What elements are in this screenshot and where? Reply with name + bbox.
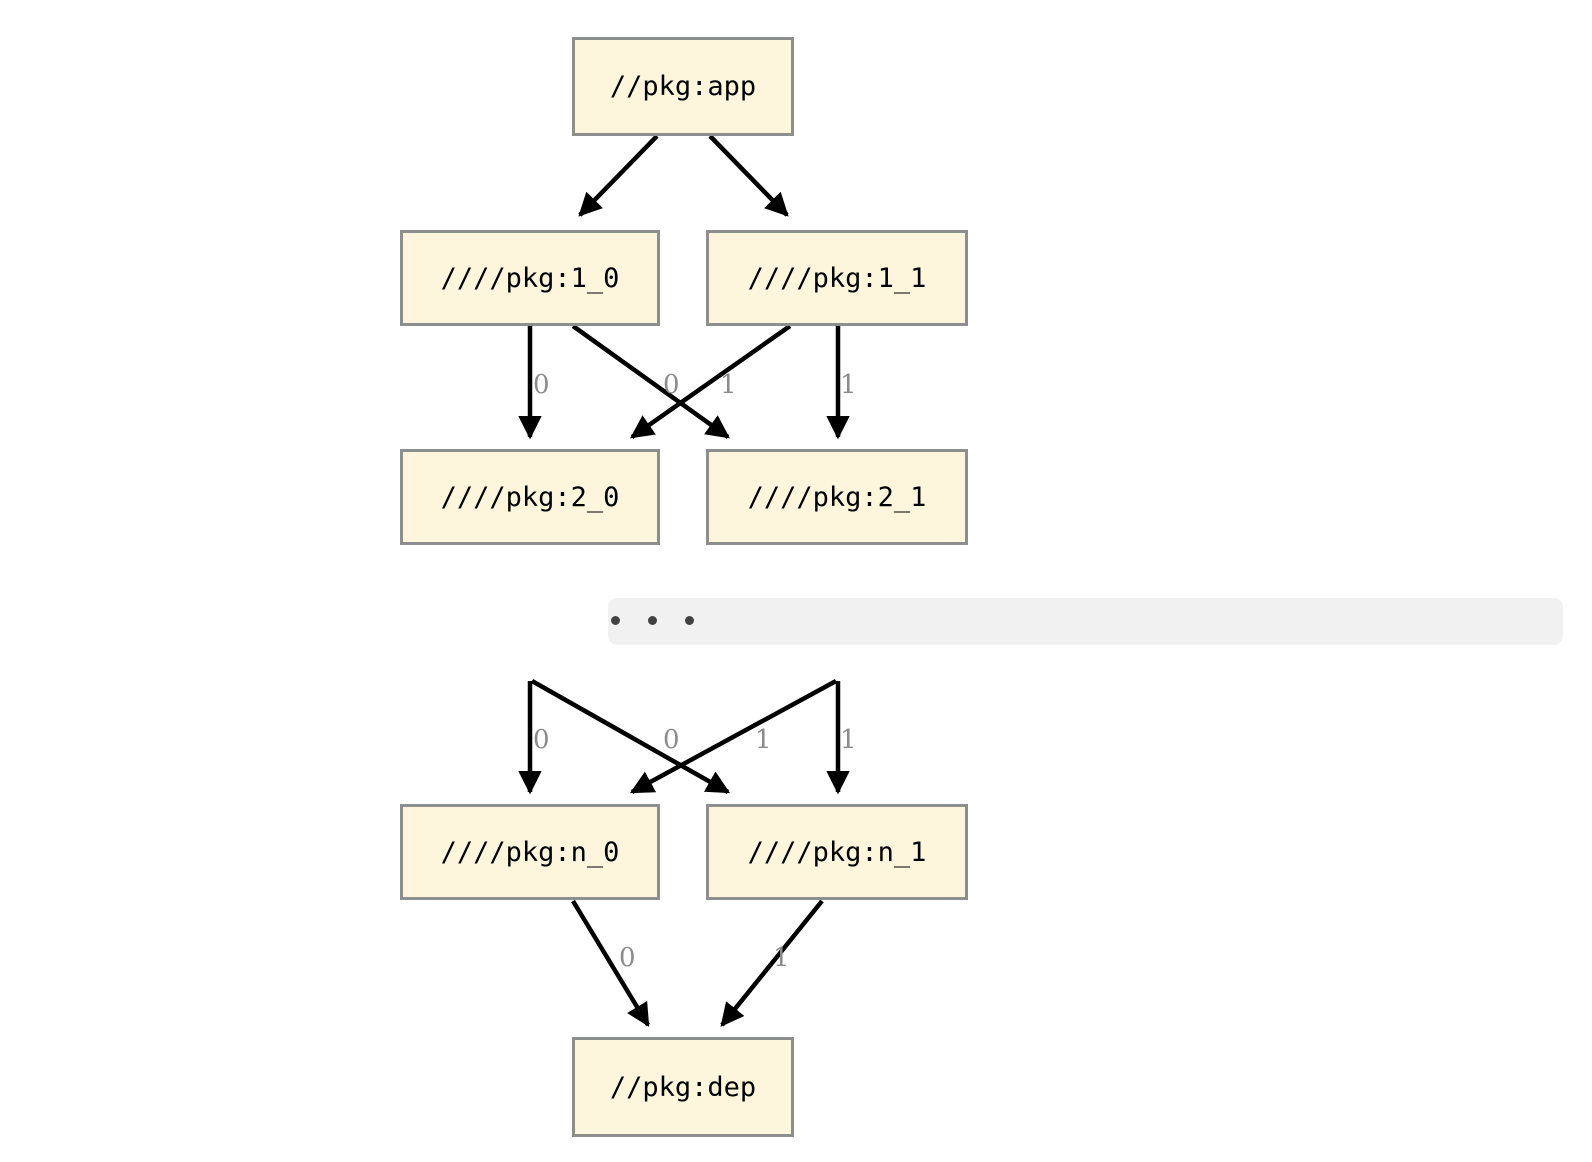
edge-1_0-to-2_1 xyxy=(571,324,730,439)
truncation-ellipsis-icon xyxy=(611,616,694,625)
node-pkg-1-1[interactable]: ////pkg:1_1 xyxy=(706,230,968,326)
edge-label: 1 xyxy=(840,725,857,755)
edge-label: 1 xyxy=(773,943,790,973)
edge-label: 0 xyxy=(619,943,636,973)
edge-1_1-to-2_0 xyxy=(630,324,792,439)
node-pkg-1-0-label: ////pkg:1_0 xyxy=(440,262,620,294)
node-pkg-2-0-label: ////pkg:2_0 xyxy=(440,481,620,513)
edge-label: 0 xyxy=(533,370,550,400)
ellipsis-dot-icon xyxy=(648,616,657,625)
edge-app-to-1_0 xyxy=(578,134,659,217)
node-dep-label: //pkg:dep xyxy=(609,1071,757,1103)
node-pkg-n-0-label: ////pkg:n_0 xyxy=(440,836,620,868)
node-pkg-2-1[interactable]: ////pkg:2_1 xyxy=(706,449,968,545)
edge-label: 1 xyxy=(755,725,772,755)
node-pkg-n-1[interactable]: ////pkg:n_1 xyxy=(706,804,968,900)
edge-label: 0 xyxy=(663,370,680,400)
node-app-label: //pkg:app xyxy=(609,71,757,102)
edge-label: 1 xyxy=(720,370,737,400)
edge-app-to-1_1 xyxy=(708,134,789,217)
edge-n_1-to-dep xyxy=(720,899,824,1027)
edge-label: 0 xyxy=(533,725,550,755)
edge-truncated-cross-to-n_1 xyxy=(530,679,731,794)
edge-n_0-to-dep xyxy=(571,899,650,1028)
node-pkg-2-0[interactable]: ////pkg:2_0 xyxy=(400,449,660,545)
edge-truncated-cross-to-n_0 xyxy=(629,679,838,794)
node-pkg-2-1-label: ////pkg:2_1 xyxy=(747,481,927,513)
node-pkg-n-1-label: ////pkg:n_1 xyxy=(747,836,927,868)
edge-label: 1 xyxy=(840,370,857,400)
edge-label: 0 xyxy=(663,725,680,755)
ellipsis-dot-icon xyxy=(611,616,620,625)
node-pkg-1-0[interactable]: ////pkg:1_0 xyxy=(400,230,660,326)
node-app[interactable]: //pkg:app xyxy=(572,37,794,136)
node-pkg-1-1-label: ////pkg:1_1 xyxy=(747,262,927,294)
truncation-separator xyxy=(608,598,1563,645)
node-dep[interactable]: //pkg:dep xyxy=(572,1037,794,1137)
node-pkg-n-0[interactable]: ////pkg:n_0 xyxy=(400,804,660,900)
ellipsis-dot-icon xyxy=(685,616,694,625)
